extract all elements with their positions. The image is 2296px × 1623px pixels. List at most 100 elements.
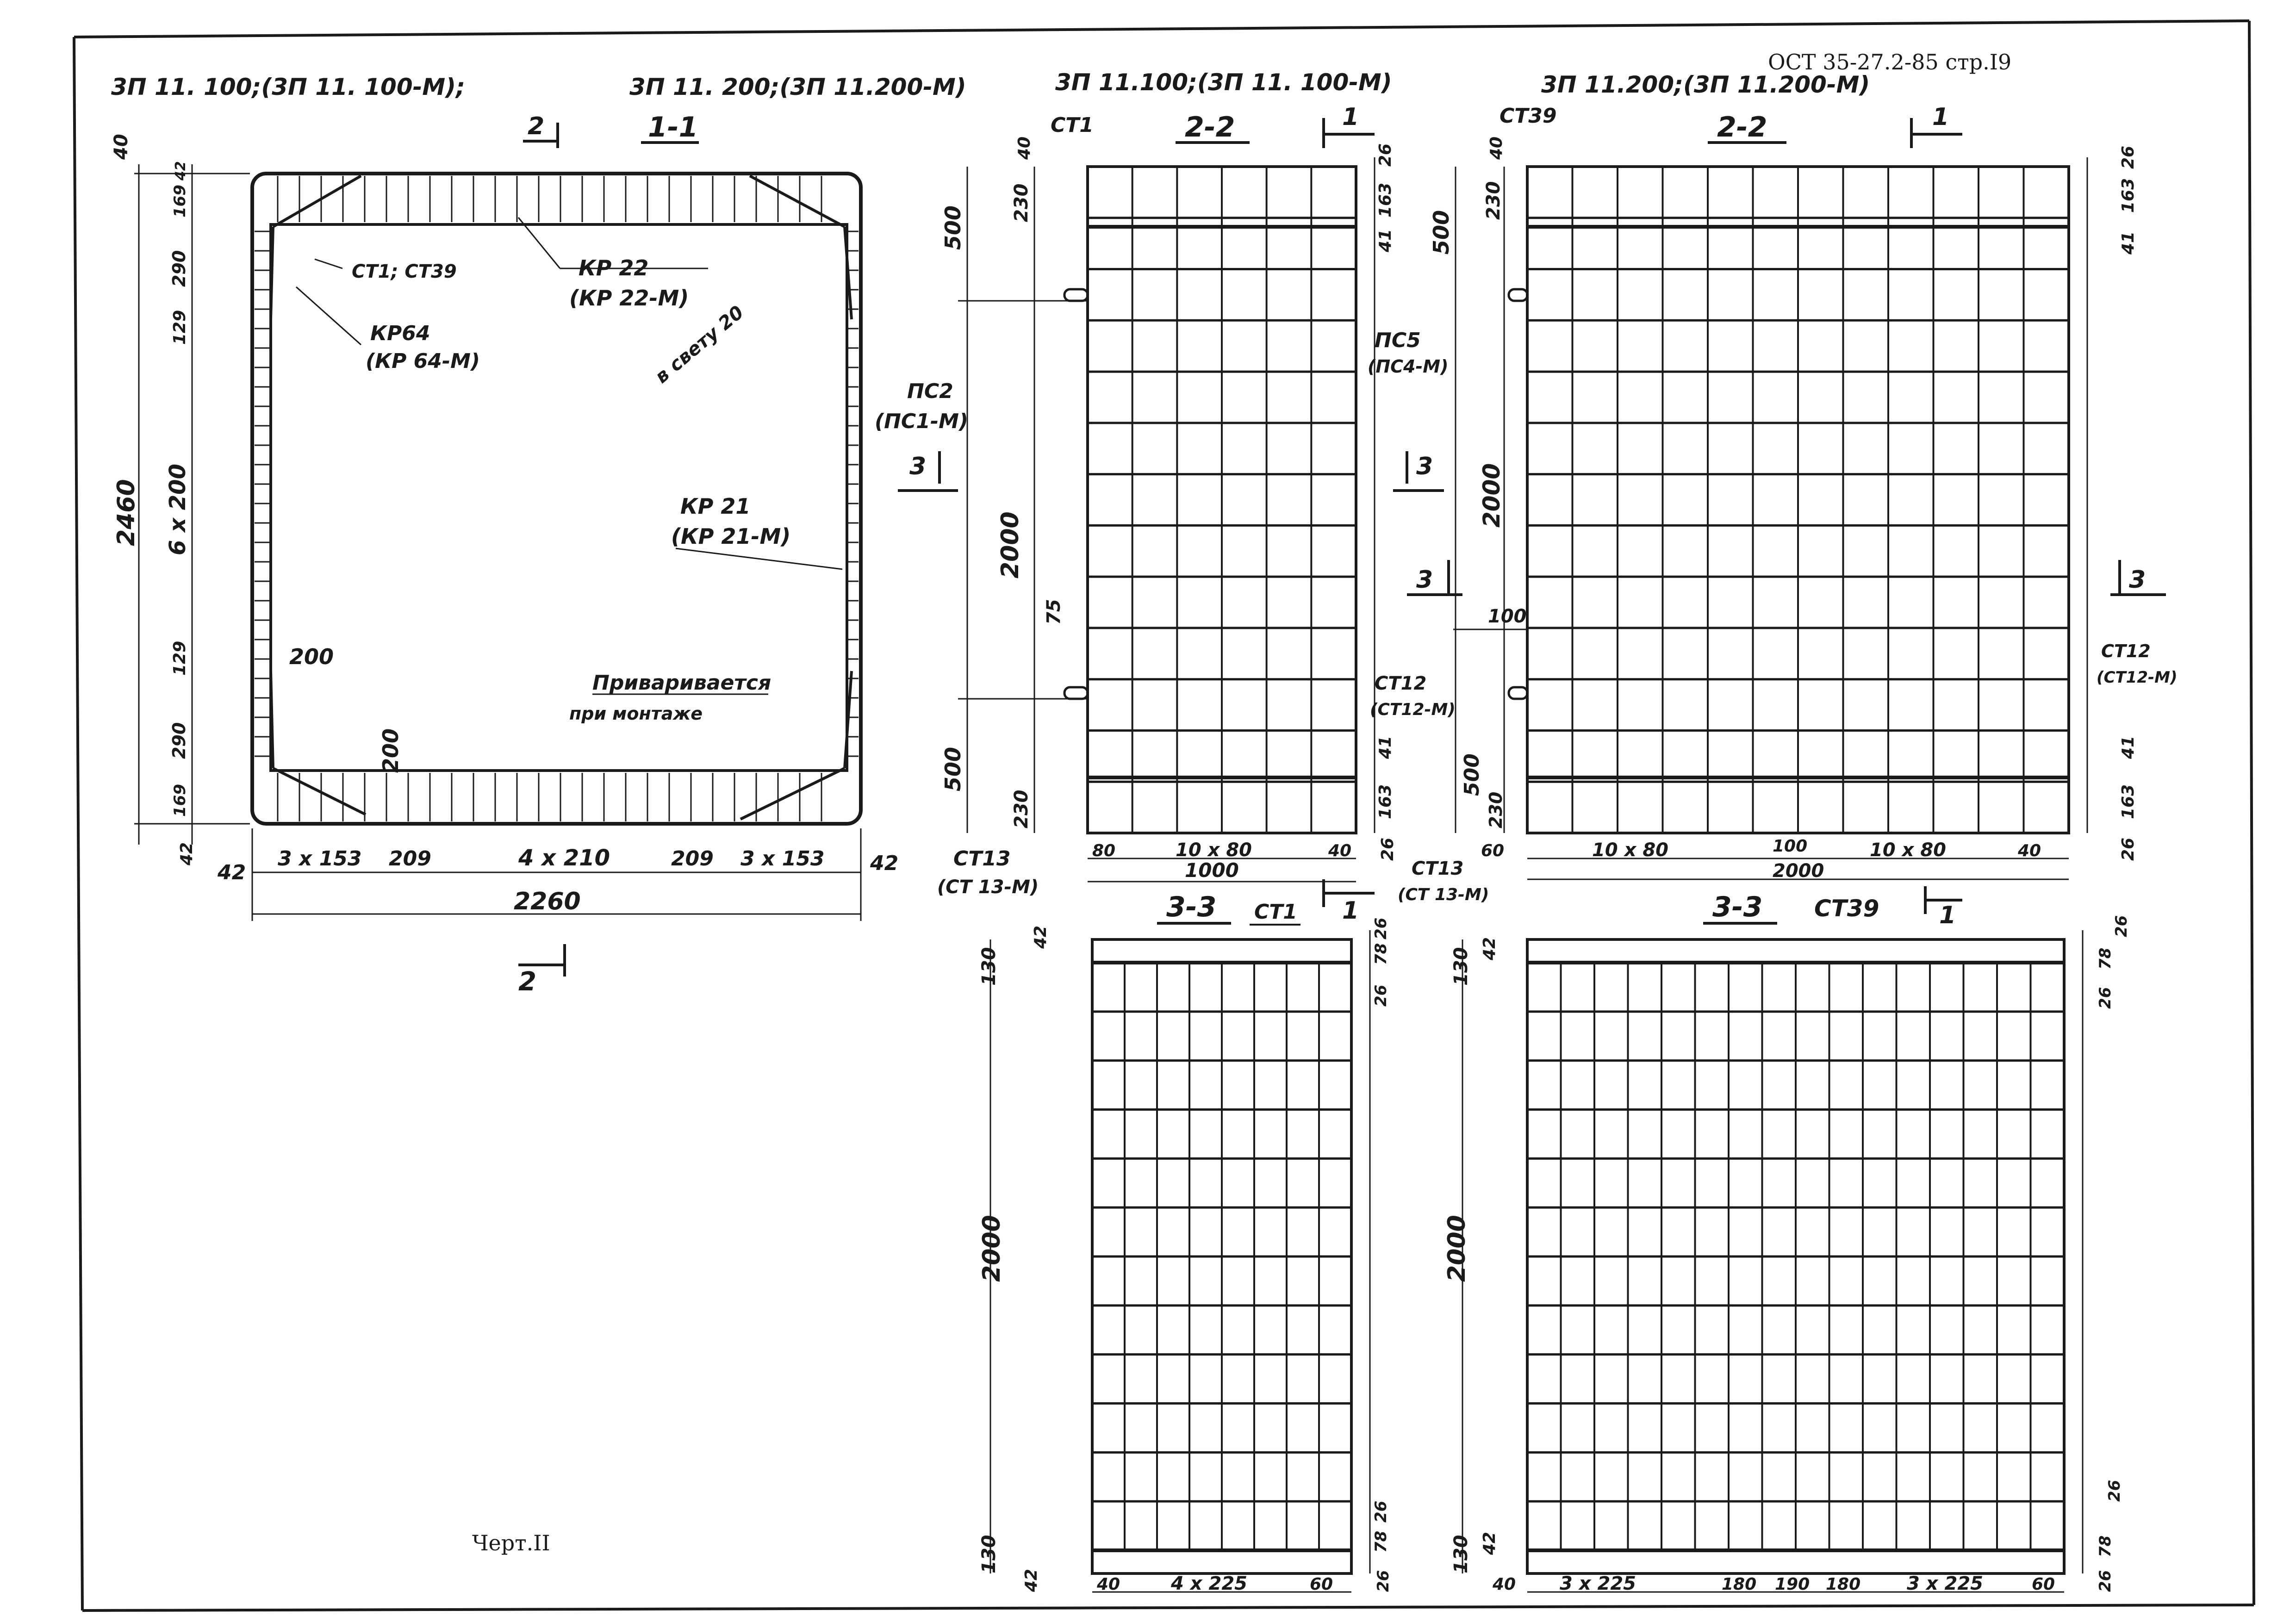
elev-a-d10x80: 10 x 80: [1176, 839, 1252, 861]
elev-b-ct13m: (СТ 13-М): [1398, 885, 1489, 904]
cut-mark-3-d-label: 3: [2129, 566, 2146, 594]
sec-a-d130a: 130: [978, 947, 1000, 986]
elev-b-d500b: 500: [1460, 753, 1484, 796]
cut-mark-1-a: [1322, 118, 1375, 148]
elev-b-ct13: СТ13: [1412, 858, 1463, 879]
plan-section-1-1: СТ1; СТ39 КР 22 (КР 22-М) КР64 (КР 64-М)…: [111, 134, 898, 921]
plan-label-v-svetu: в свету 20: [651, 302, 748, 388]
section-3-3-a: СТ1 130 42 78 26 26 2000 130 42 78 26 26…: [978, 900, 1393, 1594]
sec-b-mesh: [1527, 963, 2064, 1550]
sec-a-d2000: 2000: [978, 1215, 1006, 1282]
elev-a-pc2: ПС2: [907, 379, 953, 403]
plan-dim-290a: 290: [169, 250, 189, 287]
sec-b-d26c: 26: [2105, 1480, 2124, 1502]
elev-b-lugs: [1507, 288, 1529, 700]
plan-dim-top40: 40: [111, 134, 132, 160]
elev-a-ct12m: (СТ12-М): [1370, 700, 1456, 719]
plan-dim-169a: 169: [171, 185, 189, 218]
cut-mark-3-a-label: 3: [909, 453, 926, 480]
elev-b-d230b: 230: [1486, 792, 1506, 828]
plan-label-kp22m: (КР 22-М): [569, 286, 689, 311]
plan-label-kp64m: (КР 64-М): [366, 349, 480, 373]
sheet-frame: [73, 19, 2255, 1612]
sec-b-d60: 60: [2032, 1575, 2055, 1594]
title-elev-200: 3П 11.200;(3П 11.200-М): [1541, 71, 1870, 98]
elev-b-d60: 60: [1481, 841, 1504, 860]
elev-b-d163b: 163: [2119, 784, 2138, 819]
sec-b-d180b: 180: [1826, 1575, 1860, 1594]
sec-a-d60: 60: [1310, 1575, 1333, 1594]
elev-a-d40b: 40: [1328, 841, 1351, 860]
sec-b-d26b: 26: [2096, 987, 2115, 1009]
plan-dim-169b: 169: [171, 784, 189, 817]
elev-a-dims: [958, 157, 1375, 883]
elev-b-ct12: СТ12: [2101, 641, 2151, 661]
cut-mark-3-b-label: 3: [1416, 453, 1433, 480]
sec-b-d130b: 130: [1450, 1535, 1472, 1574]
plan-leaders: [296, 217, 843, 695]
cut-mark-3-b: [1393, 451, 1444, 492]
elev-a-d40: 40: [1015, 137, 1034, 160]
plan-dim-209a: 209: [389, 847, 431, 871]
sec-b-d78a: 78: [2096, 948, 2115, 970]
plan-rebar: [255, 176, 859, 821]
sec-a-dims: [989, 930, 1371, 1593]
elev-b-d26a: 26: [2119, 146, 2138, 169]
section-label-2-2-b: 2-2: [1717, 111, 1767, 143]
elev-a-ct13: СТ13: [953, 847, 1011, 871]
sec-a-d26c: 26: [1372, 1501, 1390, 1523]
section-3-3-b: СТ39 130 42 78 26 26 2000 130 42 78 26 2…: [1443, 895, 2131, 1594]
cut-mark-3-d: [2110, 560, 2166, 596]
elev-a-d26a: 26: [1376, 143, 1395, 167]
elev-b-mesh: [1527, 167, 2069, 833]
elev-b-ct39: СТ39: [1500, 104, 1557, 128]
elev-b-d40: 40: [1487, 137, 1506, 160]
sec-a-d78a: 78: [1372, 943, 1390, 965]
plan-label-kp21: КР 21: [680, 494, 750, 519]
plan-dim-42a: 42: [173, 161, 189, 181]
plan-dim-4x210: 4 x 210: [518, 845, 610, 871]
plan-dim-42d: 42: [870, 852, 898, 875]
plan-dim-6x200: 6 x 200: [165, 464, 191, 555]
plan-label-ct1-ct39: СТ1; СТ39: [352, 261, 457, 282]
elev-b-pc5: ПС5: [1375, 329, 1421, 352]
plan-dim-3x153b: 3 x 153: [740, 847, 824, 871]
elev-b-d10x80a: 10 x 80: [1592, 839, 1668, 861]
plan-dim-42b: 42: [177, 842, 196, 866]
elev-b-d10x80b: 10 x 80: [1870, 839, 1946, 861]
doc-ref: ОСТ 35-27.2-85 стр.I9: [1768, 50, 2011, 75]
elev-a-d26b: 26: [1378, 838, 1397, 861]
sec-b-d2000: 2000: [1443, 1215, 1471, 1282]
elev-b-d2000: 2000: [1478, 463, 1505, 528]
cut-mark-1-a-label: 1: [1342, 103, 1359, 131]
plan-dim-290b: 290: [169, 722, 189, 759]
elev-b-d41b: 41: [2119, 736, 2138, 759]
sec-b-d40: 40: [1492, 1575, 1516, 1594]
elev-a-ct1: СТ1: [1051, 113, 1094, 137]
sec-a-d4x225: 4 x 225: [1170, 1573, 1247, 1594]
elevation-2-2-a: СТ1 40 230 500 ПС2 (ПС1-М) 2000 75 СТ12 …: [875, 113, 1456, 898]
sec-a-d130b: 130: [978, 1535, 1000, 1574]
elev-b-ct12m: (СТ12-М): [2097, 668, 2177, 687]
sec-b-d130a: 130: [1450, 947, 1472, 986]
sec-b-ct39: СТ39: [1814, 895, 1879, 922]
elev-a-d41b: 41: [1376, 736, 1395, 759]
cut-mark-1-c-label: 1: [1342, 897, 1359, 925]
sec-b-d78b: 78: [2096, 1536, 2115, 1557]
sec-a-mesh: [1092, 963, 1351, 1550]
elev-a-d80: 80: [1092, 841, 1115, 860]
elev-a-d230a: 230: [1011, 184, 1032, 223]
sec-a-d40: 40: [1096, 1575, 1120, 1594]
plan-label-weld: Приваривается: [592, 671, 771, 695]
cut-mark-2-bottom-label: 2: [518, 967, 536, 997]
sec-a-d26b: 26: [1372, 985, 1390, 1007]
elev-b-d100b: 100: [1773, 837, 1807, 856]
title-plan-100: 3П 11. 100;(3П 11. 100-М);: [111, 74, 465, 100]
sec-a-d42b: 42: [1022, 1569, 1041, 1592]
cut-mark-1-b: [1910, 118, 1962, 148]
elevation-2-2-b: СТ39 40 230 500 ПС5 (ПС4-М) 2000 100 СТ1…: [1368, 104, 2177, 904]
plan-dim-129b: 129: [170, 641, 189, 676]
plan-dim-total-w: 2260: [514, 888, 581, 915]
elev-a-mesh: [1088, 167, 1356, 833]
